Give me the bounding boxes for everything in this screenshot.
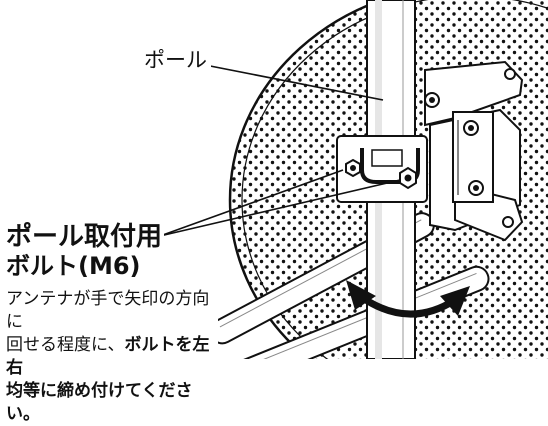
pole-label: ポール xyxy=(140,44,211,74)
bolt-label-size: ボルト(M6) xyxy=(6,252,143,280)
note-line-1: アンテナが手で矢印の方向に xyxy=(6,289,210,332)
note-line-3-bold: 均等に締め付けてください。 xyxy=(6,381,193,424)
antenna-mount-illustration xyxy=(159,0,548,359)
hex-nut-right-icon xyxy=(399,166,417,190)
tightening-note: アンテナが手で矢印の方向に 回せる程度に、ボルトを左右 均等に締め付けてください… xyxy=(6,288,218,426)
bolt-label-title: ポール取付用 xyxy=(6,222,165,252)
hex-nut-left-icon xyxy=(345,158,361,178)
rotation-arrow-icon xyxy=(346,280,470,318)
reflector-bracket xyxy=(424,60,524,242)
leader-lines xyxy=(159,63,401,237)
note-line-2-plain: 回せる程度に、 xyxy=(6,335,125,355)
